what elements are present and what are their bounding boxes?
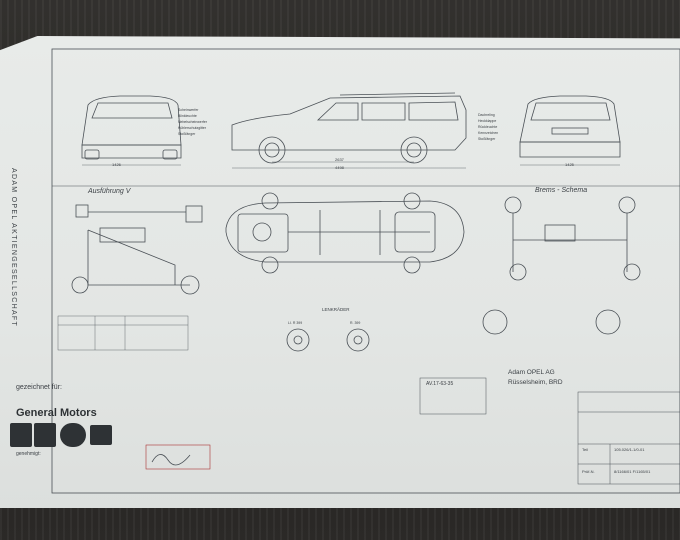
title-ausfuehrung: Ausführung V <box>88 188 131 195</box>
dim-rear: 1425 <box>565 162 574 167</box>
rosette-left <box>482 309 508 335</box>
pruef-value: 8/1166/01 F/1165/01 <box>614 469 651 474</box>
vertical-title: ADAM OPEL AKTIENGESELLSCHAFT <box>10 168 17 328</box>
title-block <box>419 377 680 485</box>
gm-logo <box>90 425 112 445</box>
opel-logo <box>10 423 32 447</box>
brake-schema <box>504 196 641 281</box>
rear-view-car <box>519 95 621 166</box>
designed-for-label: gezeichnet für: <box>16 384 62 391</box>
dim-front: 1426 <box>112 162 121 167</box>
sheet-border <box>51 48 680 494</box>
approved-label: genehmigt: <box>16 451 41 457</box>
title-brems-schema: Brems - Schema <box>535 187 588 194</box>
blueprint-sheet <box>0 36 680 508</box>
pruef-label: Prüf-N. <box>582 469 595 474</box>
lenkraeder-label: LENKRÄDER <box>322 307 350 312</box>
spec-table <box>57 315 189 351</box>
left-wheel-label: LI. R 399 <box>288 321 303 325</box>
company-city: Rüsselsheim, BRD <box>508 379 563 386</box>
general-motors-text: General Motors <box>16 407 97 419</box>
left-schematic <box>71 204 203 295</box>
dim-length: 4498 <box>335 165 344 170</box>
company-name: Adam OPEL AG <box>508 369 555 376</box>
teil-value: 105.026/1-1/0-01 <box>614 447 645 452</box>
vauxhall-logo <box>34 423 56 447</box>
chassis-top-view <box>225 192 465 274</box>
teil-label: Teil <box>582 447 589 452</box>
lotus-logo <box>60 423 86 447</box>
front-view-car <box>81 95 182 166</box>
right-wheel-label: R. 399 <box>350 321 361 325</box>
dim-wheelbase: 2637 <box>335 157 344 162</box>
drawing-number: AV.17-63-35 <box>426 381 454 387</box>
signature-box <box>145 444 211 470</box>
side-view-car <box>231 92 467 169</box>
steering-wheels <box>286 328 370 352</box>
signature-scribble <box>151 454 191 466</box>
rosette-right <box>595 309 621 335</box>
